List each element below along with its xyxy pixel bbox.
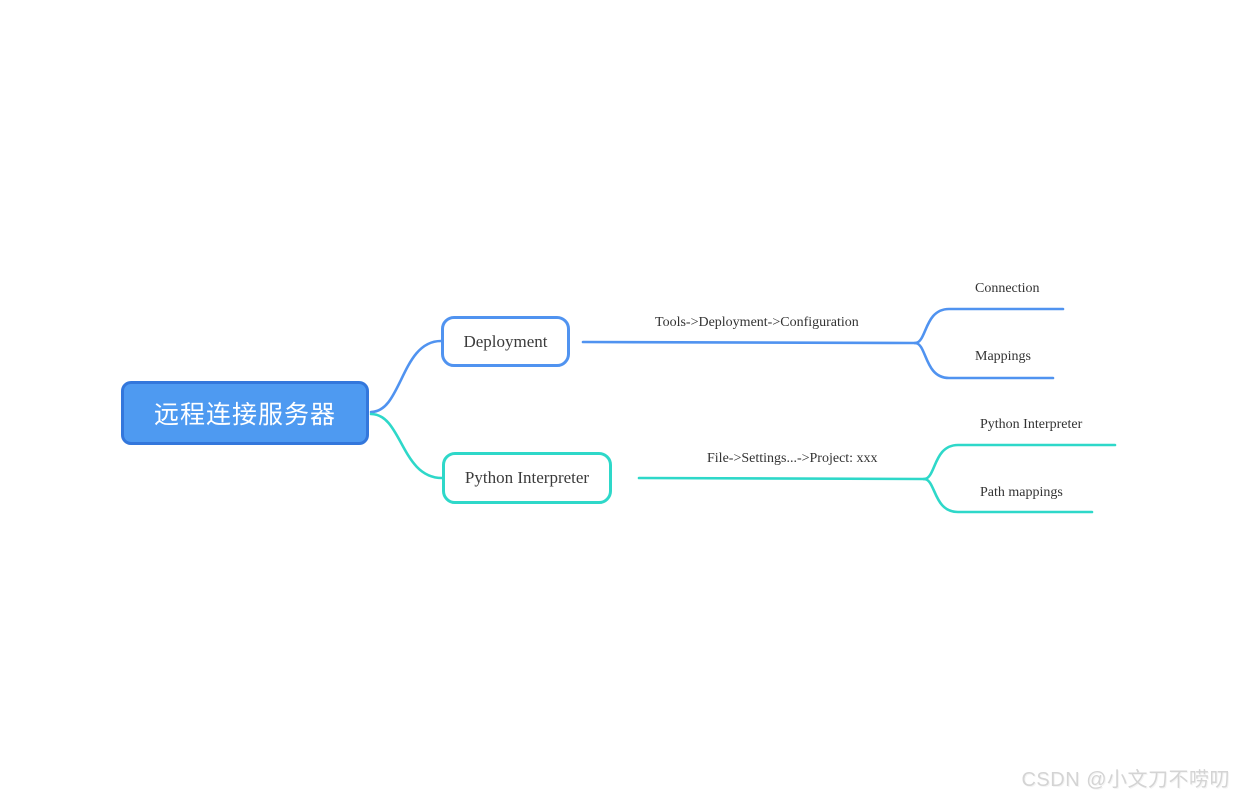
edge-deployment-to-mappings [913,341,1055,380]
leaf-path-mappings[interactable]: Path mappings [980,485,1063,500]
leaf-python-interpreter[interactable]: Python Interpreter [980,417,1083,432]
edge-python-to-path-mappings [922,477,1094,514]
edge-deployment-to-connection [913,307,1065,345]
edge-root-to-python-interpreter [369,412,444,480]
leaf-connection[interactable]: Connection [975,281,1040,296]
leaf-mappings[interactable]: Mappings [975,349,1031,364]
node-deployment[interactable]: Deployment [441,316,570,367]
csdn-watermark: CSDN @小文刀不唠叨 [1021,769,1230,791]
edge-label-python-interpreter[interactable]: File->Settings...->Project: xxx [707,451,878,466]
edge-python-to-python-interpreter-leaf [922,443,1117,481]
edge-label-deployment[interactable]: Tools->Deployment->Configuration [655,315,859,330]
edge-root-to-deployment [369,339,443,414]
edge-python-trunk [637,476,926,481]
node-python-interpreter[interactable]: Python Interpreter [442,452,612,504]
root-node[interactable]: 远程连接服务器 [121,381,369,445]
edge-deployment-trunk [581,340,917,345]
